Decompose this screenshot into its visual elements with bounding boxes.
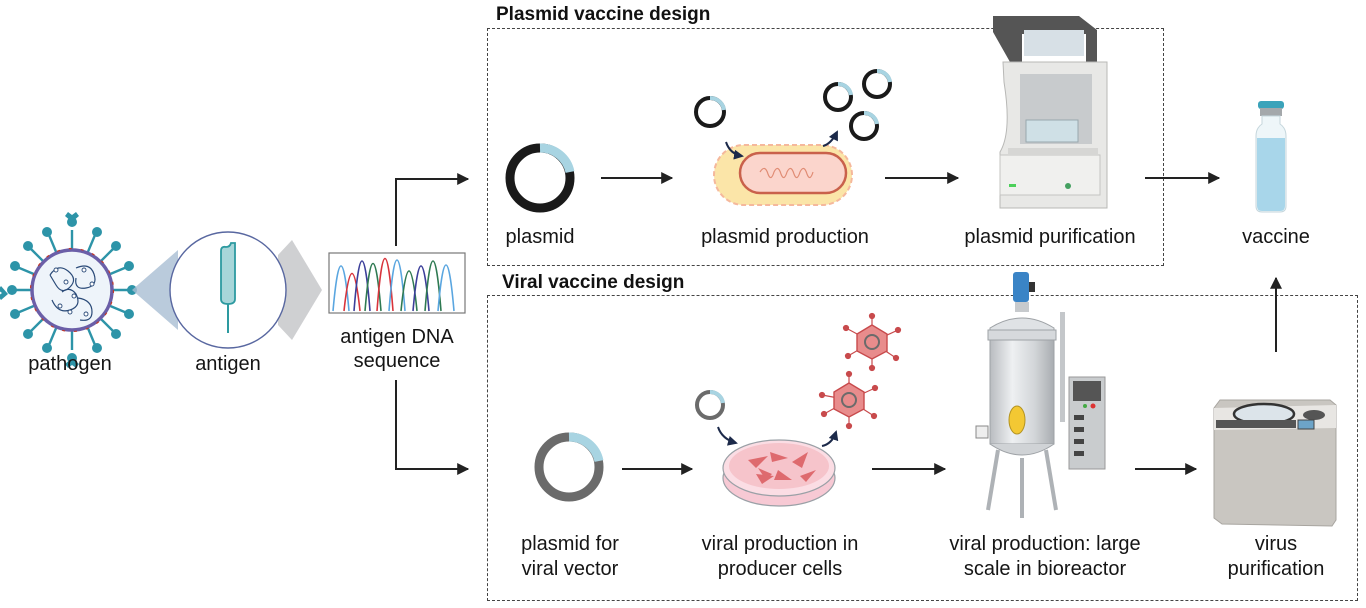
purification-instrument-icon bbox=[993, 16, 1108, 209]
label-bioreactor-2: scale in bioreactor bbox=[963, 558, 1127, 580]
branch-arrows bbox=[395, 173, 470, 475]
small-plasmid-icons bbox=[694, 68, 892, 141]
label-vaccine: vaccine bbox=[1242, 226, 1310, 248]
arrow-to-plasmid bbox=[395, 173, 470, 246]
label-sequence-2: sequence bbox=[353, 350, 441, 372]
label-virus-purification-1: virus bbox=[1254, 533, 1298, 555]
arrow-to-viral bbox=[395, 380, 470, 475]
bioreactor-icon bbox=[975, 272, 1106, 518]
bacterium-icon bbox=[713, 144, 853, 206]
label-virus-purification-2: purification bbox=[1227, 558, 1325, 580]
label-plasmid-production: plasmid production bbox=[701, 226, 869, 248]
plasmid-design-title: Plasmid vaccine design bbox=[496, 4, 711, 25]
label-plasmid: plasmid bbox=[505, 226, 575, 248]
label-viral-cells-1: viral production in bbox=[701, 533, 859, 555]
plasmid-design-box bbox=[487, 28, 1164, 266]
label-bioreactor-1: viral production: large bbox=[949, 533, 1141, 555]
zoom-cone bbox=[132, 250, 178, 330]
label-antigen: antigen bbox=[195, 353, 261, 375]
viral-particle-icon bbox=[818, 312, 902, 430]
viral-design-box bbox=[487, 295, 1358, 601]
big-process-arrow bbox=[278, 240, 322, 340]
centrifuge-icon bbox=[1213, 399, 1337, 527]
virus-pathogen-icon bbox=[0, 212, 137, 368]
label-viral-plasmid-1: plasmid for bbox=[521, 533, 619, 555]
label-plasmid-purification: plasmid purification bbox=[964, 226, 1136, 248]
label-viral-cells-2: producer cells bbox=[717, 558, 843, 580]
label-viral-plasmid-2: viral vector bbox=[521, 558, 619, 580]
vaccine-vial-icon bbox=[1255, 101, 1287, 213]
petri-dish-icon bbox=[722, 439, 836, 507]
plasmid-icon bbox=[505, 143, 575, 213]
dna-chromatogram-icon bbox=[328, 252, 466, 314]
viral-plasmid-icon bbox=[534, 432, 604, 502]
small-viral-plasmid-icon bbox=[695, 389, 725, 420]
antigen-icon bbox=[169, 231, 287, 349]
viral-design-title: Viral vaccine design bbox=[502, 272, 685, 293]
label-sequence-1: antigen DNA bbox=[340, 326, 454, 348]
label-pathogen: pathogen bbox=[28, 353, 112, 375]
